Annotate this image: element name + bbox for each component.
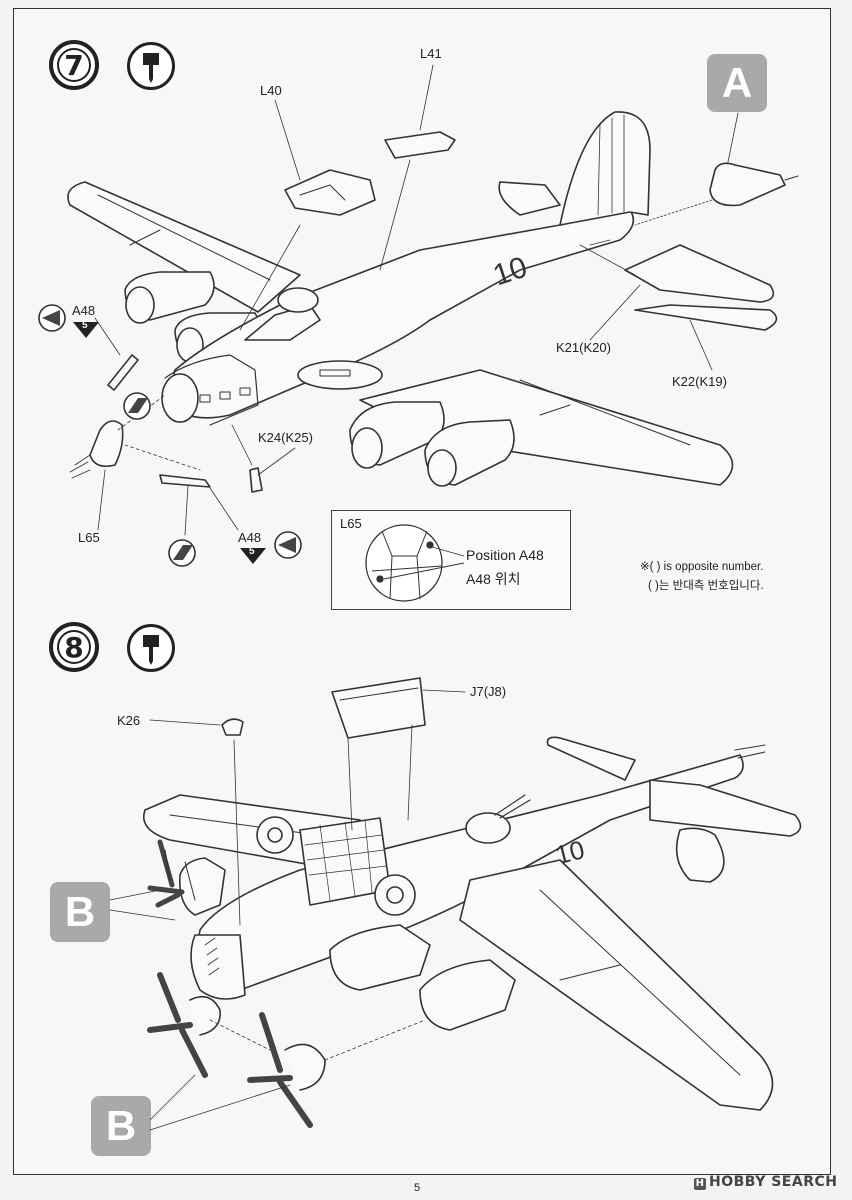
- label-a48-paint-top: 5: [82, 320, 88, 331]
- label-k24: K24(K25): [258, 430, 313, 445]
- part-a48-upper: [107, 354, 139, 391]
- step8-stabilizer-right: [649, 779, 802, 837]
- inset-position-en: Position A48: [466, 547, 544, 563]
- note-en: ※( ) is opposite number.: [640, 561, 764, 573]
- inset-drawing: [365, 524, 465, 602]
- part-k22: [634, 304, 778, 331]
- cement-icon: [127, 624, 175, 672]
- left-stabilizer: [498, 181, 561, 216]
- label-l65: L65: [78, 530, 100, 545]
- step8-nose: [190, 934, 246, 1000]
- l65-inset-box: L65 Position A48 A48 위치: [331, 510, 571, 610]
- part-j7: [331, 677, 426, 739]
- label-k22: K22(K19): [672, 374, 727, 389]
- step8-stabilizer-left: [546, 736, 636, 781]
- part-a48-lower: [159, 474, 211, 488]
- paint-code-triangle: [73, 322, 99, 338]
- part-l65: [89, 420, 124, 468]
- label-l40: L40: [260, 83, 282, 98]
- step8-engine-inner: [329, 924, 431, 991]
- fuselage: [167, 209, 635, 419]
- cement-icon: [127, 42, 175, 90]
- page-number: 5: [414, 1182, 421, 1194]
- paint-code-triangle: [240, 548, 266, 564]
- label-k26: K26: [117, 713, 141, 728]
- label-a48-paint-bottom: 5: [249, 546, 255, 557]
- part-l40: [284, 169, 376, 216]
- callout-a-badge: A: [707, 54, 767, 112]
- label-k21: K21(K20): [556, 340, 611, 355]
- label-j7: J7(J8): [470, 684, 507, 699]
- main-wheel-right: [374, 874, 416, 916]
- top-turret: [277, 287, 319, 313]
- left-wing: [67, 181, 301, 313]
- inset-position-ko: A48 위치: [466, 571, 521, 587]
- step-8-number: 8: [49, 622, 99, 672]
- main-wheel-left: [256, 816, 294, 854]
- part-l41: [384, 131, 456, 159]
- note-ko: ( )는 반대측 번호입니다.: [648, 580, 764, 592]
- vertical-tail: [559, 111, 651, 226]
- step8-turret: [465, 812, 511, 844]
- part-k21: [624, 244, 775, 303]
- label-l41: L41: [420, 46, 442, 61]
- inset-title: L65: [340, 516, 362, 531]
- tail-gun-part: [709, 162, 786, 207]
- part-k26: [221, 718, 244, 736]
- callout-b-badge: B: [91, 1096, 151, 1156]
- label-a48-bottom: A48: [238, 530, 262, 545]
- nose-glazing: [161, 373, 199, 423]
- leader-l41: [419, 64, 434, 131]
- right-wing: [359, 369, 734, 486]
- watermark-icon: H: [694, 1178, 706, 1190]
- step8-vertical-tail: [675, 827, 725, 883]
- step8-right-wing: [459, 859, 774, 1111]
- step8-engine-outer: [419, 959, 516, 1031]
- leader-l40: [274, 99, 301, 181]
- callout-b-badge: B: [50, 882, 110, 942]
- label-a48-top: A48: [72, 303, 96, 318]
- part-k24: [249, 467, 263, 493]
- step-7-number: 7: [49, 40, 99, 90]
